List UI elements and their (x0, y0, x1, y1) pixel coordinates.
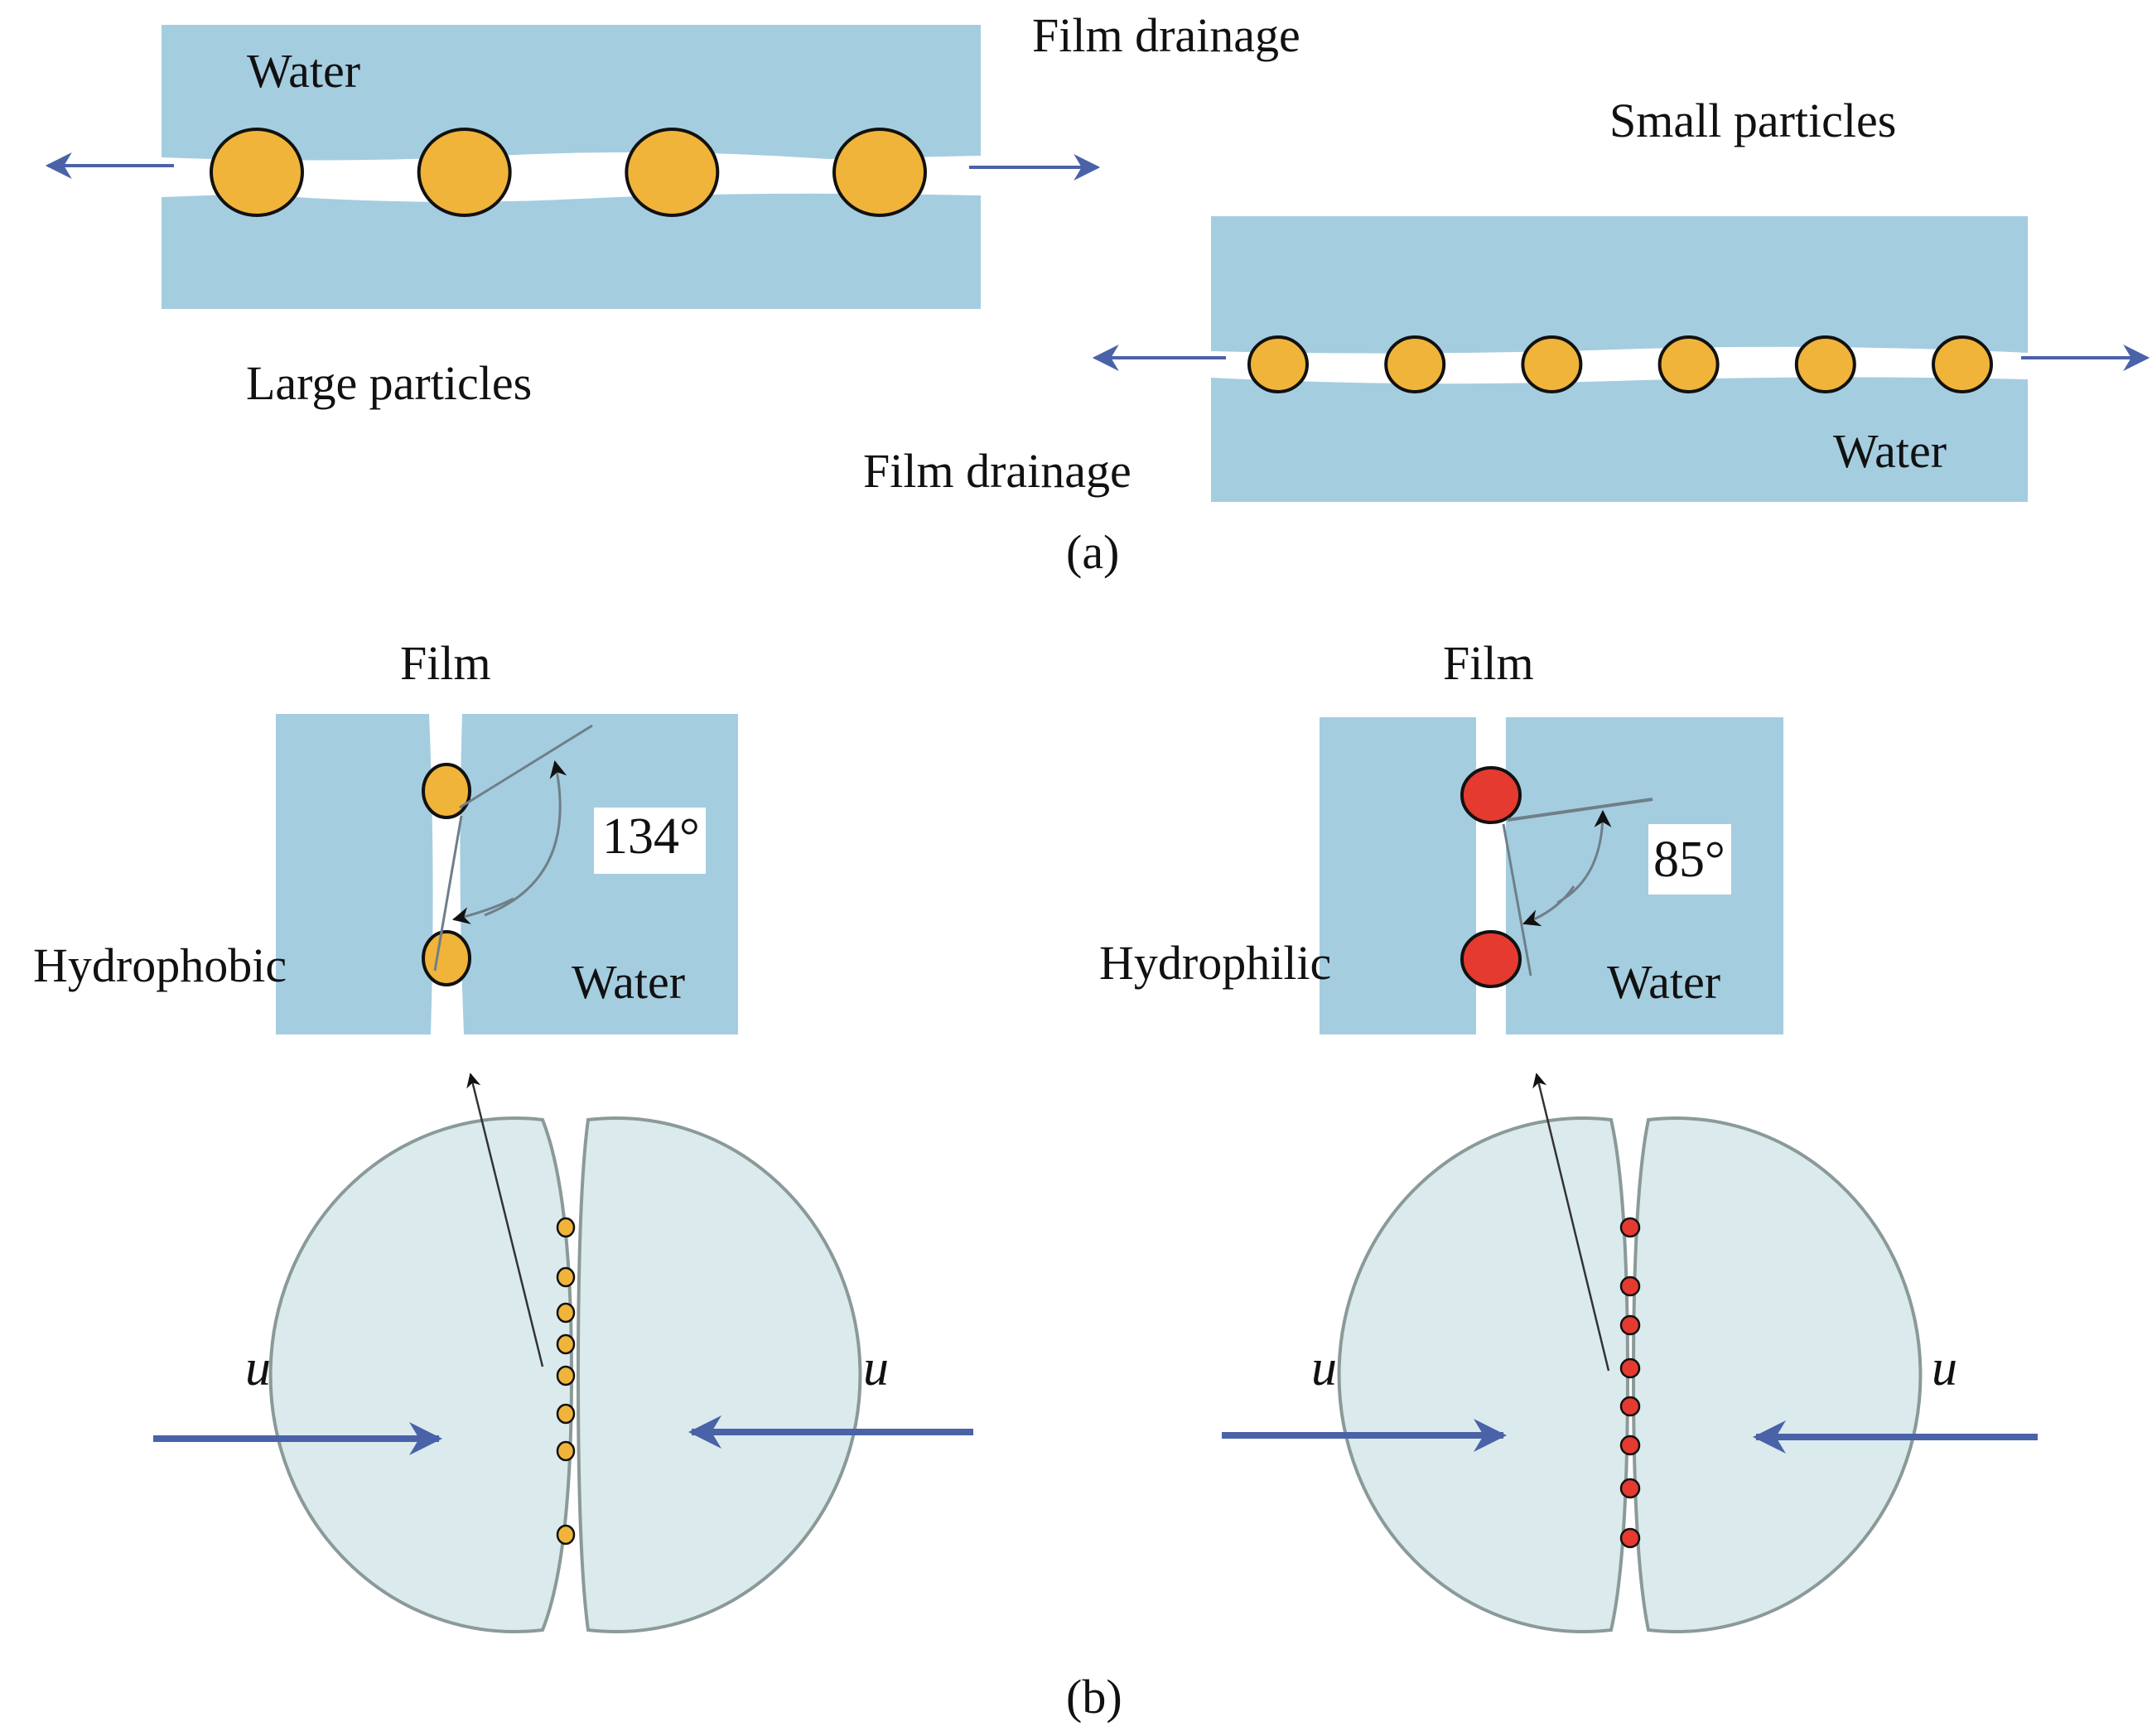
film-label: Film (400, 636, 491, 690)
zoom-pointer-arrow (466, 1073, 544, 1367)
hydrophilic-film-particle (1619, 1217, 1641, 1238)
hydrophobic-particle (422, 763, 471, 819)
contact-angle-arc-start (451, 897, 514, 924)
water-region-inset (276, 714, 738, 1034)
hydrophobic-film-particle (556, 1365, 576, 1386)
hydrophobic-film-particle (556, 1302, 576, 1324)
film-particles-group (556, 1217, 576, 1546)
hydrophilic-film-particle (1619, 1357, 1641, 1379)
left-droplet (1337, 1116, 1630, 1633)
small-particle (1657, 335, 1720, 393)
hydrophilic-film-particle (1619, 1396, 1641, 1417)
film-drainage-label: Film drainage (1032, 8, 1300, 62)
film-layer (162, 152, 981, 202)
film-label: Film (1443, 636, 1534, 690)
contact-angle-arc (484, 760, 567, 917)
hydrophilic-particle (1460, 766, 1522, 824)
contact-angle-label: 134° (602, 808, 700, 865)
small-particles-group (1247, 335, 1993, 393)
large-particle (210, 128, 304, 217)
angle-label-box (594, 808, 706, 874)
panel-b-hydrophilic: Film 85° Hydrophilic Water u u (1099, 636, 2038, 1633)
hydrophilic-film-particle (1619, 1527, 1641, 1549)
velocity-label-left: u (245, 1340, 271, 1396)
contact-angle-label: 85° (1653, 832, 1725, 888)
velocity-label-right: u (863, 1340, 889, 1396)
contact-line-surface (433, 815, 463, 972)
large-particles-group (210, 128, 927, 217)
hydrophilic-film-particle (1619, 1478, 1641, 1499)
hydrophobic-film-particle (556, 1403, 576, 1425)
small-particles-label: Small particles (1609, 94, 1896, 147)
angle-label-box (1648, 824, 1731, 895)
zoom-pointer-arrow (1532, 1073, 1610, 1372)
hydrophobic-film-particle (556, 1440, 576, 1462)
panel-a-large-particles: Water Film drainage Large particles (45, 8, 1300, 410)
water-label: Water (572, 955, 685, 1009)
hydrophilic-particle (1460, 930, 1522, 988)
small-particle (1932, 335, 1993, 393)
water-label: Water (1607, 955, 1720, 1009)
water-label: Water (1833, 424, 1947, 478)
small-particle (1384, 335, 1446, 393)
contact-line-tangent (1507, 798, 1653, 822)
hydrophobic-film-particle (556, 1524, 576, 1546)
hydrophobic-film-particle (556, 1266, 576, 1288)
right-droplet (1631, 1116, 1923, 1633)
hydrophilic-film-particle (1619, 1435, 1641, 1456)
right-droplet (576, 1116, 862, 1633)
large-particle (417, 128, 512, 217)
contact-line-tangent (459, 724, 593, 809)
small-particle (1521, 335, 1583, 393)
velocity-label-left: u (1311, 1340, 1337, 1396)
hydrophobic-particle (422, 930, 471, 986)
small-particle (1794, 335, 1856, 393)
panel-b-hydrophobic: Film 134° Hydrophobic Water u u (33, 636, 973, 1633)
panel-a-caption: (a) (1066, 525, 1119, 579)
small-particle (1247, 335, 1309, 393)
panel-b-caption: (b) (1066, 1670, 1122, 1724)
large-particle (832, 128, 927, 217)
large-particle (625, 128, 720, 217)
large-particles-label: Large particles (246, 356, 532, 410)
left-droplet (268, 1116, 574, 1633)
velocity-label-right: u (1932, 1340, 1957, 1396)
hydrophilic-label: Hydrophilic (1099, 936, 1331, 990)
film-drainage-label: Film drainage (863, 444, 1131, 498)
hydrophilic-film-particle (1619, 1275, 1641, 1297)
hydrophobic-film-particle (556, 1217, 576, 1238)
hydrophilic-film-particle (1619, 1314, 1641, 1336)
contact-line-surface (1502, 823, 1532, 976)
film-particles-group (1619, 1217, 1641, 1549)
panel-a-small-particles: Small particles Film drainage Water (863, 94, 2150, 502)
hydrophobic-label: Hydrophobic (33, 938, 287, 992)
contact-angle-arc-start (1522, 885, 1575, 927)
water-label: Water (247, 44, 360, 98)
hydrophobic-film-particle (556, 1333, 576, 1355)
